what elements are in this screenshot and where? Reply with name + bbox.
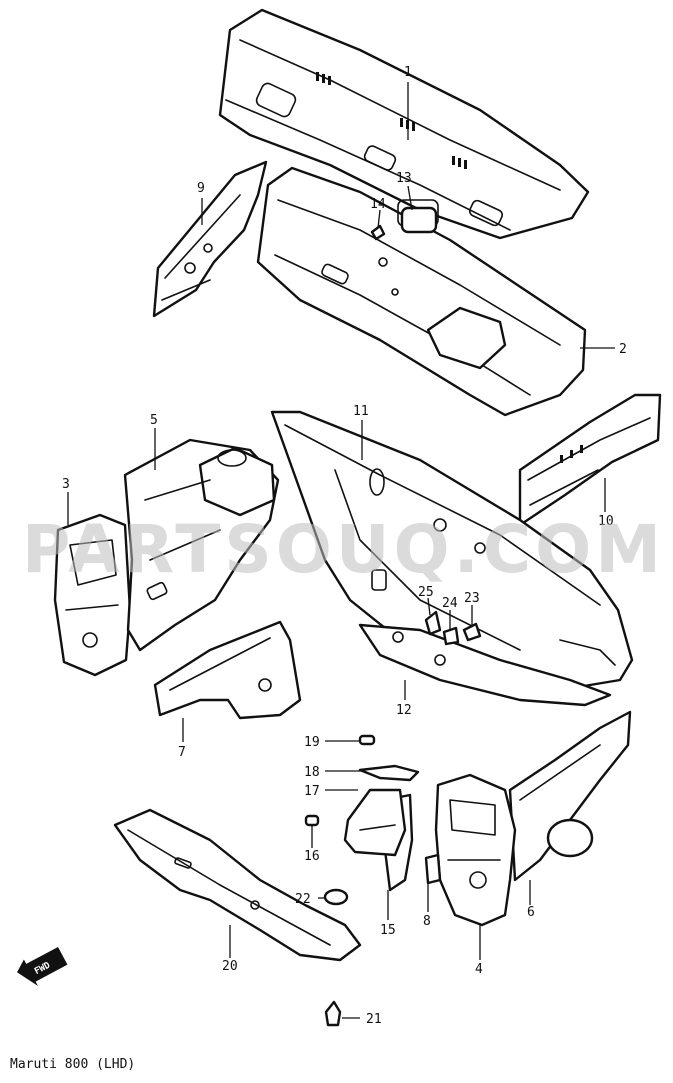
fastener-24[interactable] [442, 626, 460, 646]
part-20-crossmember[interactable] [113, 808, 362, 962]
callout-10: 10 [598, 514, 614, 529]
callout-21: 21 [366, 1012, 382, 1027]
part-18-strap[interactable] [358, 764, 420, 782]
watermark: PARTSOUQ.COM [22, 511, 665, 588]
part-2-cowl-inner-panel[interactable] [256, 166, 587, 417]
part-13-seal[interactable] [400, 206, 438, 234]
callout-2: 2 [619, 342, 627, 357]
callout-5: 5 [150, 413, 158, 428]
callout-4: 4 [475, 962, 483, 977]
callout-22: 22 [295, 892, 311, 907]
callout-11: 11 [353, 404, 369, 419]
part-16-bolt[interactable] [304, 814, 320, 827]
callout-19: 19 [304, 735, 320, 750]
part-21-clip[interactable] [324, 1000, 342, 1027]
part-12-dash-lower-panel[interactable] [358, 623, 612, 707]
callout-12: 12 [396, 703, 412, 718]
forward-direction-badge: FWD [17, 947, 68, 986]
callout-17: 17 [304, 784, 320, 799]
callout-13: 13 [396, 171, 412, 186]
fastener-25[interactable] [424, 610, 442, 636]
callout-23: 23 [464, 591, 480, 606]
fastener-23[interactable] [462, 622, 482, 642]
part-3-wheelhouse-panel[interactable] [53, 513, 132, 677]
callout-25: 25 [418, 585, 434, 600]
part-19-clip[interactable] [358, 734, 376, 746]
callout-3: 3 [62, 477, 70, 492]
callout-18: 18 [304, 765, 320, 780]
callout-9: 9 [197, 181, 205, 196]
part-11-dash-panel[interactable] [270, 410, 634, 692]
callout-20: 20 [222, 959, 238, 974]
part-8-clip[interactable] [424, 853, 442, 885]
part-4-front-pillar[interactable] [434, 773, 517, 927]
callout-8: 8 [423, 914, 431, 929]
diagram-caption: Maruti 800 (LHD) [10, 1057, 135, 1072]
callout-7: 7 [178, 745, 186, 760]
part-7-bracket[interactable] [153, 620, 302, 720]
callout-15: 15 [380, 923, 396, 938]
callout-labels: 1 2 3 4 5 6 7 8 9 10 11 12 13 14 15 16 1… [62, 65, 627, 1027]
callout-1: 1 [404, 65, 412, 80]
part-14-screw[interactable] [370, 224, 386, 241]
part-5-front-apron[interactable] [123, 438, 280, 652]
callout-24: 24 [442, 596, 458, 611]
part-17-bracket[interactable] [343, 788, 407, 857]
callout-14: 14 [370, 197, 386, 212]
leader-lines [67, 82, 615, 1019]
callout-6: 6 [527, 905, 535, 920]
part-22-grommet[interactable] [323, 888, 349, 906]
callout-16: 16 [304, 849, 320, 864]
part-1-cowl-top-panel[interactable] [218, 8, 590, 240]
part-10-right-side-bracket[interactable] [518, 393, 662, 527]
part-9-side-bracket[interactable] [152, 160, 268, 318]
part-6-side-member[interactable] [508, 710, 632, 882]
